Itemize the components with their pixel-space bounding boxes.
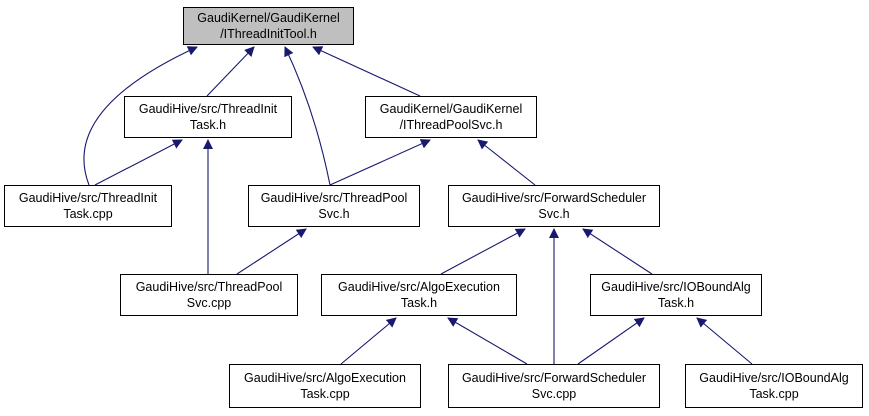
node-threadinittask-h[interactable]: GaudiHive/src/ThreadInit Task.h (124, 96, 292, 138)
node-threadinittask-cpp[interactable]: GaudiHive/src/ThreadInit Task.cpp (4, 185, 172, 227)
node-label-line2: Task.h (657, 296, 695, 310)
edge-threadinit_cpp-to-threadinit_h (94, 139, 183, 186)
edge-fwdsched_cpp-to-algoexec_h (447, 317, 528, 365)
node-label-line1: GaudiHive/src/ThreadInit (138, 102, 278, 116)
node-label-line2: Svc.cpp (531, 387, 577, 401)
node-label-line1: GaudiHive/src/ForwardScheduler (461, 371, 647, 385)
node-label-line1: GaudiHive/src/IOBoundAlg (601, 280, 751, 294)
node-ithreadinittool-h: GaudiKernel/GaudiKernel /IThreadInitTool… (183, 7, 354, 45)
edge-iobound_cpp-to-iobound_h (696, 317, 753, 365)
edge-fwdsched_h-to-threadpoolsvc_iface_h (477, 139, 536, 186)
node-label-line1: GaudiHive/src/AlgoExecution (244, 371, 406, 385)
node-label-line2: Svc.h (538, 207, 570, 221)
node-forwardschedulersvc-h[interactable]: GaudiHive/src/ForwardScheduler Svc.h (448, 185, 660, 227)
node-label-line1: GaudiHive/src/IOBoundAlg (699, 371, 849, 385)
edge-fwdsched_cpp-to-iobound_h (577, 317, 645, 365)
node-label-line1: GaudiHive/src/ThreadInit (18, 191, 158, 205)
node-label-line1: GaudiHive/src/ThreadPool (260, 191, 408, 205)
node-threadpoolsvc-cpp[interactable]: GaudiHive/src/ThreadPool Svc.cpp (120, 274, 298, 316)
edge-threadpool_cpp-to-threadpool_h (236, 228, 307, 275)
edge-threadinit_h-to-root (206, 46, 255, 97)
edge-algoexec_cpp-to-algoexec_h (340, 317, 397, 365)
node-forwardschedulersvc-cpp[interactable]: GaudiHive/src/ForwardScheduler Svc.cpp (448, 364, 660, 408)
node-ithreadpoolsvc-h[interactable]: GaudiKernel/GaudiKernel /IThreadPoolSvc.… (365, 96, 537, 138)
edge-threadinit_cpp-to-root (83, 46, 198, 186)
node-label-line1: GaudiKernel/GaudiKernel (379, 102, 523, 116)
edge-algoexec_h-to-fwdsched_h (440, 228, 526, 275)
node-label-line2: Task.h (189, 118, 227, 132)
node-label-line1: GaudiHive/src/ForwardScheduler (461, 191, 647, 205)
node-label-line2: /IThreadInitTool.h (220, 27, 317, 41)
node-label-line2: Task.cpp (749, 387, 799, 401)
node-label-line2: Task.cpp (63, 207, 113, 221)
node-ioboundalgtask-cpp[interactable]: GaudiHive/src/IOBoundAlg Task.cpp (685, 364, 863, 408)
node-label-line2: Task.cpp (300, 387, 350, 401)
node-label-line1: GaudiKernel/GaudiKernel (197, 11, 340, 25)
node-ioboundalgtask-h[interactable]: GaudiHive/src/IOBoundAlg Task.h (590, 274, 762, 316)
node-label-line1: GaudiHive/src/ThreadPool (135, 280, 283, 294)
node-label-line2: /IThreadPoolSvc.h (399, 118, 503, 132)
node-label-line1: GaudiHive/src/AlgoExecution (338, 280, 500, 294)
node-threadpoolsvc-h[interactable]: GaudiHive/src/ThreadPool Svc.h (248, 185, 420, 227)
node-algoexecutiontask-h[interactable]: GaudiHive/src/AlgoExecution Task.h (321, 274, 517, 316)
node-algoexecutiontask-cpp[interactable]: GaudiHive/src/AlgoExecution Task.cpp (229, 364, 421, 408)
node-label-line2: Task.h (400, 296, 438, 310)
edge-threadpoolsvc_iface_h-to-root (312, 46, 421, 97)
node-label-line2: Svc.h (318, 207, 350, 221)
edge-iobound_h-to-fwdsched_h (582, 228, 653, 275)
edge-threadpool_h-to-root (284, 46, 331, 186)
edge-threadpool_h-to-threadpoolsvc_iface_h (329, 139, 431, 186)
node-label-line2: Svc.cpp (186, 296, 232, 310)
